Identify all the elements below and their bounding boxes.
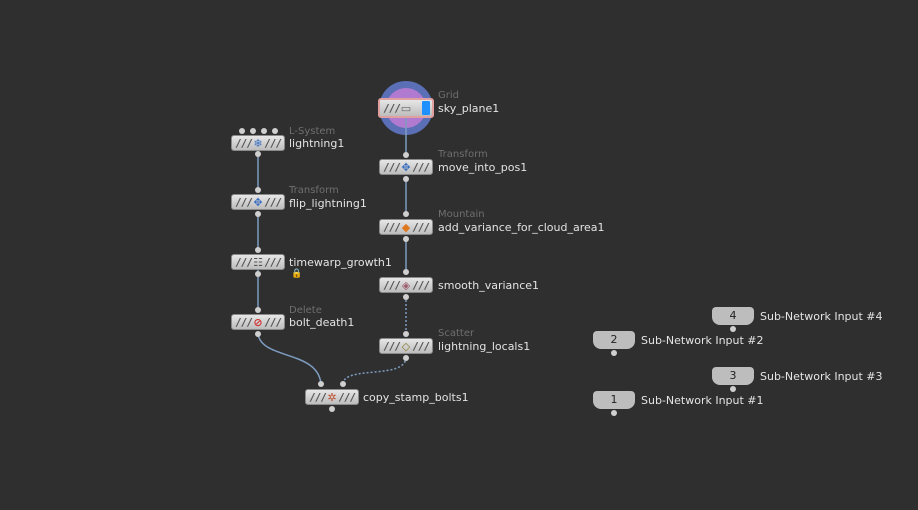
subnet-input-3-node[interactable]: 3 (712, 367, 754, 385)
node-type-label: L-System (289, 126, 336, 137)
node-bypass-flags[interactable]: /// (383, 340, 401, 353)
input-connector[interactable] (403, 331, 409, 337)
node-display-flags[interactable]: /// (264, 137, 282, 150)
node-bypass-flags[interactable]: /// (383, 279, 401, 292)
node-lightning-locals1[interactable]: /// ◇ /// (379, 338, 433, 354)
output-connector[interactable] (255, 151, 261, 157)
node-type-label: Transform (289, 185, 339, 196)
input-connector[interactable] (239, 128, 245, 134)
subnet-input-2-node[interactable]: 2 (593, 331, 635, 349)
node-display-flags[interactable]: /// (412, 161, 430, 174)
node-display-flags[interactable]: /// (412, 221, 430, 234)
node-name-label[interactable]: lightning_locals1 (438, 340, 531, 353)
node-move-into-pos1[interactable]: /// ✥ /// (379, 159, 433, 175)
input-connector[interactable] (403, 152, 409, 158)
scatter-icon: ◇ (401, 340, 411, 353)
node-bypass-flags[interactable]: /// (383, 161, 401, 174)
output-connector[interactable] (403, 236, 409, 242)
copy-stamp-icon: ✲ (327, 391, 337, 404)
node-name-label[interactable]: bolt_death1 (289, 316, 355, 329)
node-bypass-flags[interactable]: /// (235, 316, 253, 329)
node-display-flags[interactable]: /// (412, 340, 430, 353)
node-name-label[interactable]: move_into_pos1 (438, 161, 528, 174)
output-connector[interactable] (611, 350, 617, 356)
transform-icon: ✥ (401, 161, 411, 174)
node-bypass-flags[interactable]: /// (235, 137, 253, 150)
node-display-flags[interactable]: /// (412, 279, 430, 292)
node-bolt-death1[interactable]: /// ⊘ /// (231, 314, 285, 330)
input-connector[interactable] (340, 381, 346, 387)
node-display-flags[interactable]: /// (264, 256, 282, 269)
timewarp-icon: ☷ (253, 256, 263, 269)
output-connector[interactable] (329, 406, 335, 412)
node-copy-stamp-bolts1[interactable]: /// ✲ /// (305, 389, 359, 405)
input-connector[interactable] (318, 381, 324, 387)
node-bypass-flags[interactable]: /// (383, 102, 401, 115)
transform-icon: ✥ (253, 196, 263, 209)
node-type-label: Scatter (438, 328, 475, 339)
output-connector[interactable] (403, 355, 409, 361)
node-type-label: Mountain (438, 209, 485, 220)
input-connector[interactable] (255, 307, 261, 313)
grid-icon: ▭ (400, 102, 412, 115)
wire-delete-copy (257, 333, 322, 385)
output-connector[interactable] (403, 294, 409, 300)
node-display-flags[interactable]: /// (338, 391, 356, 404)
node-lightning1[interactable]: /// ❄ /// (231, 135, 285, 151)
node-bypass-flags[interactable]: /// (383, 221, 401, 234)
node-name-label[interactable]: copy_stamp_bolts1 (363, 391, 469, 404)
input-connector[interactable] (403, 269, 409, 275)
node-smooth-variance1[interactable]: /// ◈ /// (379, 277, 433, 293)
node-sky-plane1[interactable]: /// ▭ (378, 98, 434, 118)
subnet-input-4-node[interactable]: 4 (712, 307, 754, 325)
output-connector[interactable] (255, 211, 261, 217)
input-connector[interactable] (261, 128, 267, 134)
output-connector[interactable] (730, 386, 736, 392)
input-connector[interactable] (250, 128, 256, 134)
node-type-label: Delete (289, 305, 322, 316)
node-name-label[interactable]: flip_lightning1 (289, 197, 367, 210)
input-connector[interactable] (255, 247, 261, 253)
delete-icon: ⊘ (253, 316, 263, 329)
output-connector[interactable] (403, 176, 409, 182)
node-bypass-flags[interactable]: /// (235, 256, 253, 269)
lock-icon: 🔒 (291, 269, 303, 279)
smooth-icon: ◈ (401, 279, 411, 292)
subnet-input-3-label[interactable]: Sub-Network Input #3 (760, 370, 883, 383)
node-type-label: Transform (438, 149, 488, 160)
display-flag-active[interactable] (422, 101, 430, 115)
node-display-flags[interactable]: /// (264, 316, 282, 329)
output-connector[interactable] (611, 410, 617, 416)
node-bypass-flags[interactable]: /// (235, 196, 253, 209)
subnet-input-2-label[interactable]: Sub-Network Input #2 (641, 334, 764, 347)
output-connector[interactable] (730, 326, 736, 332)
node-bypass-flags[interactable]: /// (309, 391, 327, 404)
node-flip-lightning1[interactable]: /// ✥ /// (231, 194, 285, 210)
subnet-input-4-label[interactable]: Sub-Network Input #4 (760, 310, 883, 323)
node-display-flags[interactable]: /// (264, 196, 282, 209)
output-connector[interactable] (255, 331, 261, 337)
lsystem-icon: ❄ (253, 137, 263, 150)
mountain-icon: ◆ (401, 221, 411, 234)
subnet-input-1-node[interactable]: 1 (593, 391, 635, 409)
node-name-label[interactable]: lightning1 (289, 137, 345, 150)
output-connector[interactable] (255, 271, 261, 277)
node-name-label[interactable]: sky_plane1 (438, 102, 500, 115)
node-name-label[interactable]: add_variance_for_cloud_area1 (438, 221, 605, 234)
input-connector[interactable] (255, 187, 261, 193)
wire-scatter-copy (342, 356, 407, 385)
node-timewarp-growth1[interactable]: /// ☷ /// (231, 254, 285, 270)
node-name-label[interactable]: timewarp_growth1 (289, 256, 392, 269)
node-type-label: Grid (438, 90, 459, 101)
subnet-input-1-label[interactable]: Sub-Network Input #1 (641, 394, 764, 407)
input-connector[interactable] (272, 128, 278, 134)
input-connector[interactable] (403, 211, 409, 217)
node-add-variance-for-cloud-area1[interactable]: /// ◆ /// (379, 219, 433, 235)
node-name-label[interactable]: smooth_variance1 (438, 279, 540, 292)
